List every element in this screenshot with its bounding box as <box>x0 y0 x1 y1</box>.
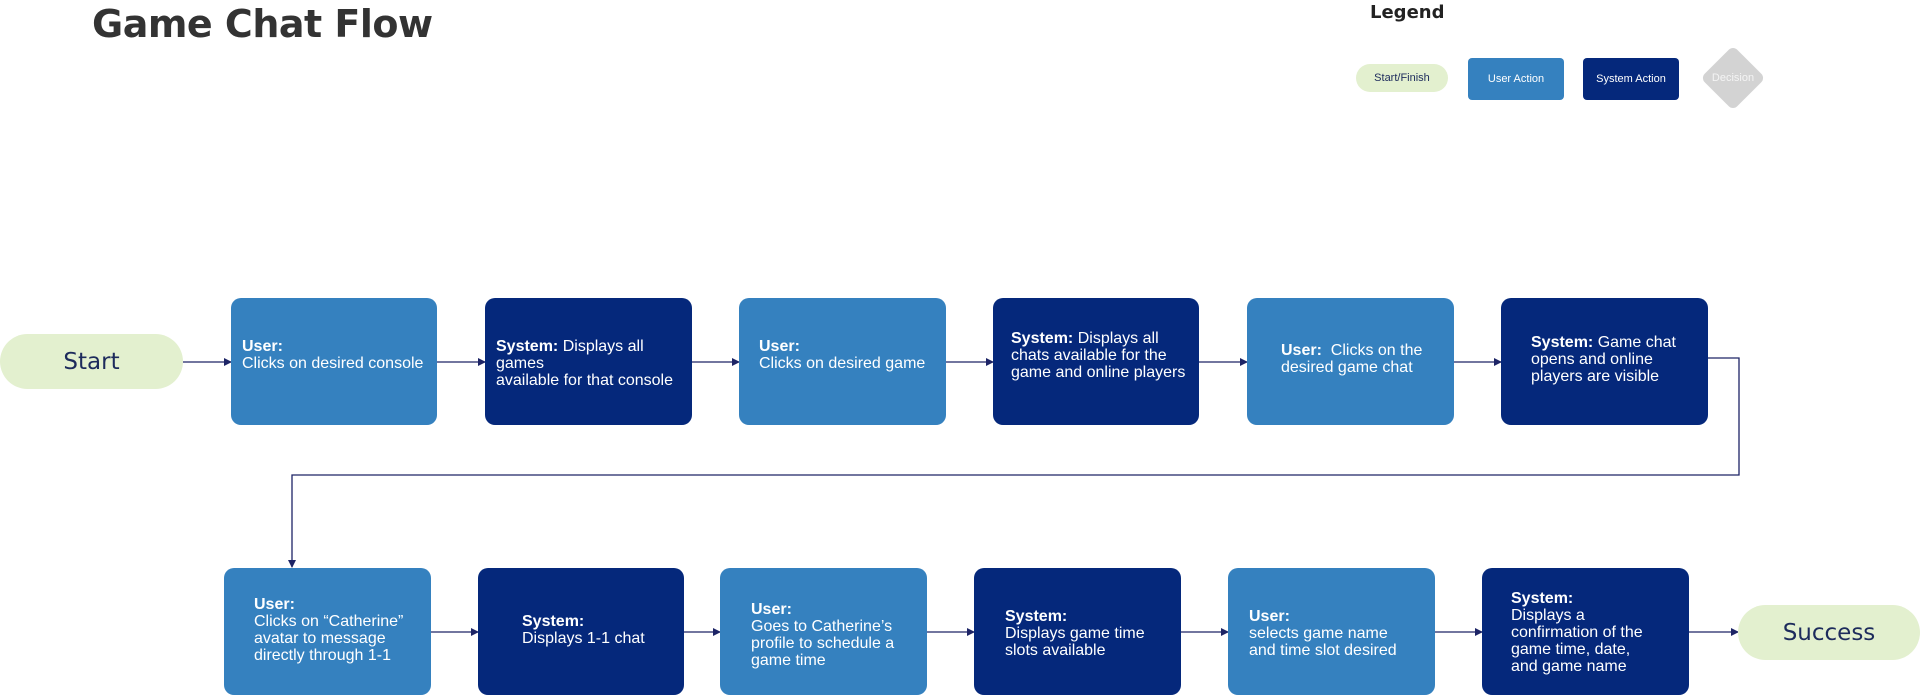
success-terminal: Success <box>1738 605 1920 660</box>
step-role-label: System: <box>1005 608 1068 625</box>
step-role-label: System: <box>1011 330 1074 347</box>
step-text-line: Clicks on desired game <box>759 355 926 372</box>
step-text-line: Displays game time <box>1005 625 1145 642</box>
step-role-label: System: <box>522 613 585 630</box>
step-role-label: User: <box>759 338 800 355</box>
step-role-label: System: <box>1511 590 1574 607</box>
step-7-user-action: User:Clicks on “Catherine”avatar to mess… <box>224 568 431 695</box>
step-role-label: User: <box>1249 608 1290 625</box>
connector-row-wrap <box>288 357 1740 568</box>
step-role-label: System: <box>496 338 559 355</box>
step-text-line: profile to schedule a <box>751 635 895 652</box>
step-text-line: game time, date, <box>1511 641 1631 658</box>
step-text-line: confirmation of the <box>1511 624 1643 641</box>
step-first-line: System: Game chat <box>1531 334 1702 351</box>
step-text-line: Displays all games <box>496 338 644 372</box>
step-text-line: game and online players <box>1011 364 1186 381</box>
step-text-line: Goes to Catherine’s <box>751 618 893 635</box>
step-text-line: desired game chat <box>1281 359 1413 376</box>
step-text-line: available for that console <box>496 372 673 389</box>
step-first-line: User: Clicks on the <box>1281 342 1448 359</box>
step-text-line: players are visible <box>1531 368 1660 385</box>
step-role-label: User: <box>254 596 295 613</box>
step-text-line: game time <box>751 652 826 669</box>
legend-decision-label: Decision <box>1711 72 1755 84</box>
step-text-line: and game name <box>1511 658 1627 675</box>
step-text-line: Clicks on desired console <box>242 355 424 372</box>
step-first-line: System: Displays all <box>1011 330 1193 347</box>
step-text-line: and time slot desired <box>1249 642 1397 659</box>
step-text-line: directly through 1-1 <box>254 647 391 664</box>
step-text-line: chats available for the <box>1011 347 1167 364</box>
step-text-line: Displays 1-1 chat <box>522 630 645 647</box>
step-role-label: User: <box>751 601 792 618</box>
step-text-line: Game chat <box>1597 334 1676 351</box>
legend-system-action: System Action <box>1583 58 1679 100</box>
step-text-line: avatar to message <box>254 630 386 647</box>
legend-user-action: User Action <box>1468 58 1564 100</box>
legend-title: Legend <box>1370 2 1445 23</box>
step-1-user-action: User:Clicks on desired console <box>231 298 437 425</box>
step-text-line: selects game name <box>1249 625 1388 642</box>
legend-decision: Decision <box>1698 43 1768 113</box>
step-text-line: opens and online <box>1531 351 1653 368</box>
diagram-title: Game Chat Flow <box>92 2 433 46</box>
step-role-label: System: <box>1531 334 1594 351</box>
start-terminal: Start <box>0 334 183 389</box>
step-text-line: Clicks on “Catherine” <box>254 613 404 630</box>
step-text-line: Displays a <box>1511 607 1585 624</box>
step-text-line: Displays all <box>1077 330 1159 347</box>
step-8-system-action: System:Displays 1-1 chat <box>478 568 684 695</box>
step-text-line: Clicks on the <box>1330 342 1423 359</box>
step-text-line: slots available <box>1005 642 1106 659</box>
step-role-label: User: <box>242 338 283 355</box>
step-role-label: User: <box>1281 342 1322 359</box>
step-3-user-action: User:Clicks on desired game <box>739 298 946 425</box>
legend-start-finish: Start/Finish <box>1356 64 1448 92</box>
step-first-line: System: Displays all games <box>496 338 686 372</box>
